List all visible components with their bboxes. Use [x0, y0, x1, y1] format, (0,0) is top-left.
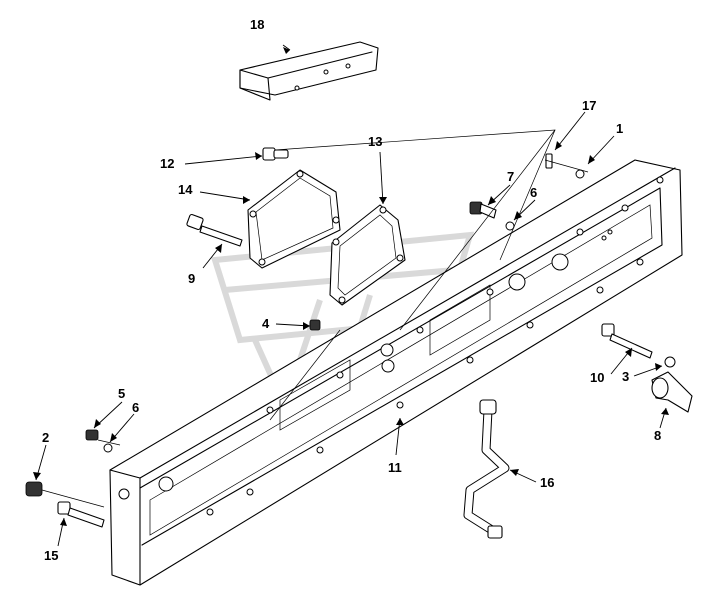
callout-8: 8 [654, 428, 661, 443]
callout-3: 3 [622, 369, 629, 384]
cover-plate [247, 169, 341, 269]
plug-5 [85, 429, 99, 441]
callout-10: 10 [590, 370, 604, 385]
callout-9: 9 [188, 271, 195, 286]
plug-4 [309, 319, 321, 331]
callout-16: 16 [540, 475, 554, 490]
callout-1: 1 [616, 121, 623, 136]
washer-6-top [505, 221, 515, 231]
bolt-10 [601, 323, 653, 359]
callout-6-upper: 6 [530, 185, 537, 200]
callout-12: 12 [160, 156, 174, 171]
callout-7: 7 [507, 169, 514, 184]
callout-17: 17 [582, 98, 596, 113]
callout-6-lower: 6 [132, 400, 139, 415]
callout-11: 11 [388, 460, 402, 475]
callout-14: 14 [178, 182, 193, 197]
plug-2 [25, 481, 43, 497]
bolt-9 [186, 213, 243, 247]
callout-18: 18 [250, 17, 264, 32]
callout-labels: 1 2 3 4 5 6 6 7 8 9 10 11 12 13 14 15 16… [42, 17, 661, 563]
bracket-plate [239, 41, 379, 101]
fitting-7 [469, 201, 497, 219]
pipe-16 [463, 399, 510, 539]
callout-15: 15 [44, 548, 58, 563]
callout-4: 4 [262, 316, 270, 331]
callout-5: 5 [118, 386, 125, 401]
bolt-15 [57, 501, 105, 528]
washer-3 [664, 356, 676, 368]
callout-2: 2 [42, 430, 49, 445]
screw-12 [262, 147, 289, 161]
callout-13: 13 [368, 134, 382, 149]
callout-leaders [33, 44, 669, 547]
washer-6-bottom [103, 443, 113, 453]
gasket [329, 204, 406, 306]
part-1 [575, 169, 585, 179]
clamp-8 [651, 371, 693, 413]
manifold-body [109, 159, 683, 586]
